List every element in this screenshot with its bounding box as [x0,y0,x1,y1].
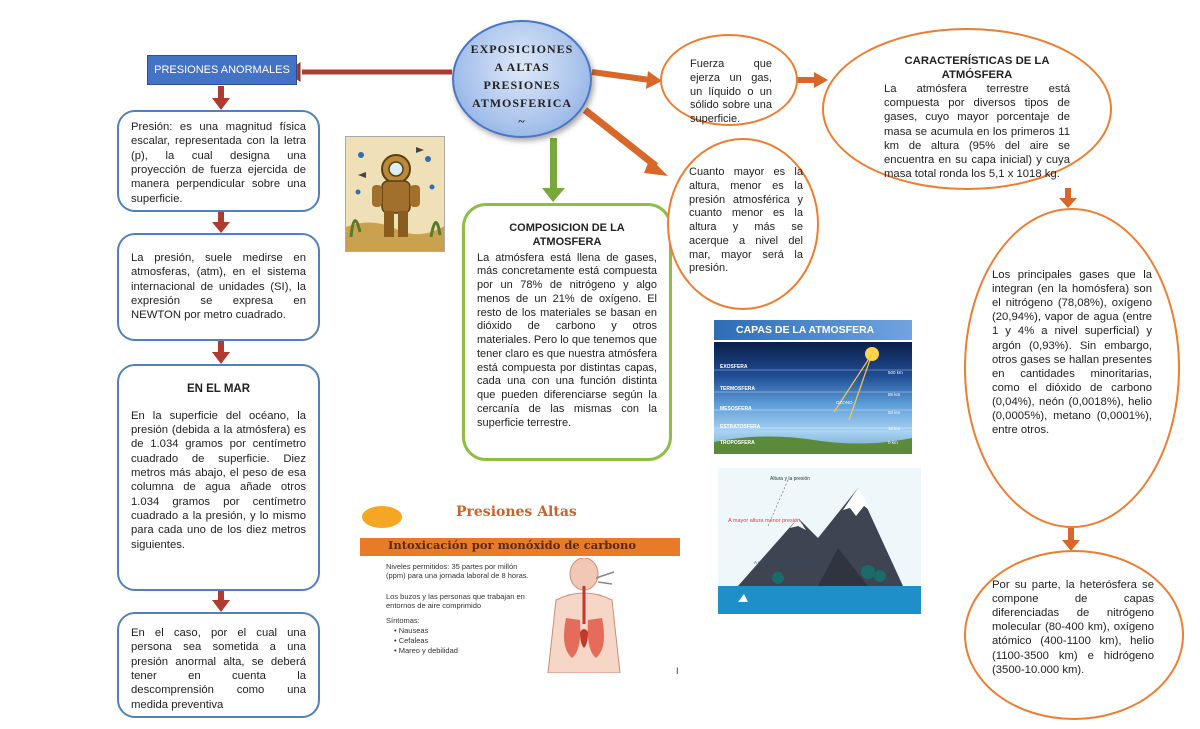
composicion-title: COMPOSICION DE LA ATMOSFERA [509,222,625,248]
atmosphere-layers [714,347,912,454]
mountain-high-label: A mayor altura menor presión [728,518,801,524]
caracteristicas-text: La atmósfera terrestre está compuesta po… [884,83,1070,180]
mountain-caption: Altura y la presión [770,476,811,482]
arrow-down-4 [212,590,230,612]
presion-units-text: La presión, suele medirse en atmosferas,… [131,252,306,322]
mountain-illustration [718,468,921,614]
descompresion-text: En el caso, por el cual una persona sea … [131,627,306,711]
alt-500: 500 km [888,370,903,375]
arrow-to-altura [582,107,668,176]
buzos-text: Los buzos y las personas que trabajan en… [386,592,525,611]
gases-text: Los principales gases que la integran (e… [992,269,1152,437]
fuerza-text: Fuerza que ejerza un gas, un líquido o u… [690,58,772,125]
layer-estratosfera: ESTRATOSFERA [720,424,761,430]
arrow-to-caracteristicas [796,72,828,88]
presion-definition-text: Presión: es una magnitud física escalar,… [131,121,306,205]
alt-50: 50 km [888,410,901,415]
presion-definition-box: Presión: es una magnitud física escalar,… [117,110,320,212]
alt-10: 10 km [888,426,901,431]
central-line-1: EXPOSICIONES [470,42,574,56]
alt-0: 0 km [888,440,898,445]
descompresion-box: En el caso, por el cual una persona sea … [117,612,320,718]
arrow-to-composition [542,138,565,202]
alt-85: 85 km [888,392,901,397]
diver-mask-icon [362,506,402,528]
presiones-anormales-header: PRESIONES ANORMALES [147,55,297,85]
arrow-down-1 [212,86,230,110]
en-el-mar-text: En la superficie del océano, la presión … [131,409,306,551]
en-el-mar-title: EN EL MAR [186,383,251,395]
arrow-to-fuerza [591,69,662,89]
sintoma-2: • Cefaleas [394,635,429,645]
diver-illustration [345,136,445,252]
gases-oval: Los principales gases que la integran (e… [964,208,1180,528]
presiones-altas-subtitle: Intoxicación por monóxido de carbono [388,538,637,552]
ozono-label: OZONO [836,400,853,405]
heterosfera-text: Por su parte, la heterósfera se compone … [992,579,1154,676]
layer-termosfera: TERMOSFERA [720,386,755,392]
presion-units-box: La presión, suele medirse en atmosferas,… [117,233,320,341]
presiones-altas-title: Presiones Altas [456,504,577,520]
sintoma-3: • Mareo y debilidad [394,645,458,655]
composicion-box: COMPOSICION DE LA ATMOSFERA La atmósfera… [462,203,672,461]
sintomas-label: Síntomas: [386,616,420,625]
central-line-2: A ALTAS [494,60,550,74]
central-line-5: ~ [518,114,526,128]
central-line-3: PRESIONES [483,78,561,92]
niveles-text: Niveles permitidos: 35 partes por millón… [386,562,529,581]
en-el-mar-box: EN EL MAR En la superficie del océano, l… [117,364,320,591]
arrow-to-gases [1059,188,1077,208]
caracteristicas-oval: CARACTERÍSTICAS DE LA ATMÓSFERA La atmós… [822,28,1112,190]
capas-atmosfera-image: CAPAS DE LA ATMOSFERA EXOSFERA TERMOSFER… [714,320,912,454]
arrow-down-3 [212,340,230,364]
page-mark: I [676,666,679,675]
caracteristicas-title: CARACTERÍSTICAS DE LA ATMÓSFERA [904,55,1050,82]
layer-troposfera: TROPOSFERA [720,440,755,446]
mountain-pressure-image: Altura y la presión A mayor altura menor… [718,468,921,614]
arrow-down-2 [212,212,230,233]
altura-text: Cuanto mayor es la altura, menor es la p… [689,166,803,275]
presiones-altas-image: Presiones Altas Intoxicación por monóxid… [360,500,680,675]
central-topic-oval: EXPOSICIONES A ALTAS PRESIONES ATMOSFERI… [452,20,592,138]
altura-oval: Cuanto mayor es la altura, menor es la p… [667,138,819,310]
heterosfera-oval: Por su parte, la heterósfera se compone … [964,550,1184,720]
sintoma-1: • Nauseas [394,626,429,635]
layer-exosfera: EXOSFERA [720,364,748,370]
central-line-4: ATMOSFERICA [471,96,573,110]
composicion-text: La atmósfera está llena de gases, más co… [477,251,657,429]
arrow-to-heterosfera [1062,528,1080,551]
layer-mesosfera: MESOSFERA [720,406,752,412]
mountain-low-label: A menor altura mayor presión [754,560,814,565]
fuerza-oval: Fuerza que ejerza un gas, un líquido o u… [660,34,798,126]
capas-title: CAPAS DE LA ATMOSFERA [714,320,912,340]
human-lungs-illustration [547,558,621,673]
